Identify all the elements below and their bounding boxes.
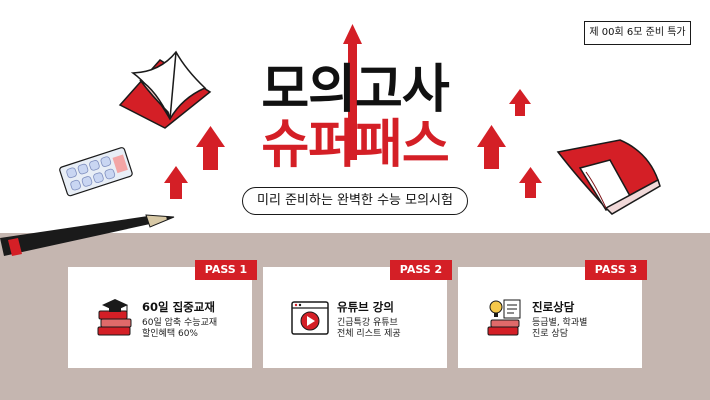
pass-card-2[interactable]: PASS 2 유튜브 강의 긴급특강 유튜브 전체 리스트 제공 bbox=[263, 260, 452, 368]
arrow-up-icon bbox=[477, 125, 506, 169]
pass-card-3[interactable]: PASS 3 진로상담 등급별, 학과별 진로 상담 bbox=[458, 260, 647, 368]
pass-desc-line: 할인혜택 60% bbox=[142, 329, 198, 339]
pass-desc-line: 60일 압축 수능교재 bbox=[142, 318, 218, 328]
pass-badge: PASS 3 bbox=[585, 260, 647, 280]
arrow-up-icon bbox=[196, 126, 225, 170]
pass-badge: PASS 1 bbox=[195, 260, 257, 280]
pass-card-1[interactable]: PASS 1 60일 집중교재 60일 압축 수능교재 할인혜택 60% bbox=[68, 260, 257, 368]
pass-description: 등급별, 학과별 진로 상담 bbox=[532, 318, 587, 340]
pass-desc-line: 진로 상담 bbox=[532, 329, 568, 339]
pill-pack-icon bbox=[59, 147, 133, 197]
pass-badge: PASS 2 bbox=[390, 260, 452, 280]
page-title-accent: 슈퍼패스 bbox=[261, 115, 449, 175]
books-graduation-cap-icon bbox=[97, 299, 132, 336]
closed-book-icon bbox=[556, 139, 661, 215]
open-book-icon bbox=[118, 50, 212, 129]
arrow-up-icon bbox=[343, 24, 362, 160]
promo-tag: 제 00회 6모 준비 특가 bbox=[584, 21, 691, 45]
pass-description: 60일 압축 수능교재 할인혜택 60% bbox=[142, 318, 217, 340]
subtitle-pill: 미리 준비하는 완벽한 수능 모의시험 bbox=[242, 187, 468, 215]
pass-desc-line: 전체 리스트 제공 bbox=[337, 329, 401, 339]
arrow-up-icon bbox=[164, 166, 188, 199]
pass-title: 60일 집중교재 bbox=[142, 300, 215, 314]
arrow-up-icon bbox=[519, 167, 542, 198]
page-title: 모의고사 bbox=[261, 60, 449, 120]
video-play-icon bbox=[291, 301, 329, 335]
books-lightbulb-icon bbox=[487, 299, 521, 336]
pass-description: 긴급특강 유튜브 전체 리스트 제공 bbox=[337, 318, 401, 340]
arrow-up-icon bbox=[509, 89, 531, 116]
pass-desc-line: 등급별, 학과별 bbox=[532, 318, 588, 328]
pass-title: 진로상담 bbox=[532, 300, 575, 314]
pass-desc-line: 긴급특강 유튜브 bbox=[337, 318, 398, 328]
pass-title: 유튜브 강의 bbox=[337, 300, 394, 314]
pen-icon bbox=[0, 214, 175, 256]
